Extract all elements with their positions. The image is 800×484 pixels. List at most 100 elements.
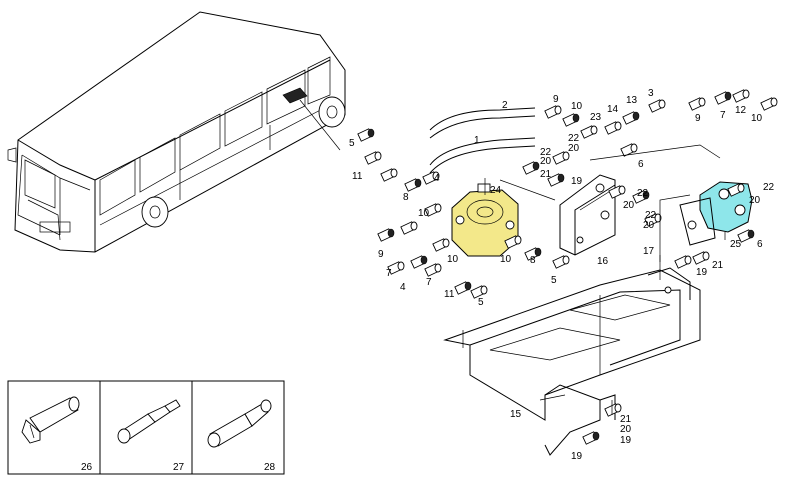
fitting [410,255,428,269]
callout-4b: 4 [400,282,406,293]
callout-17: 17 [643,246,655,257]
fitting [470,285,488,299]
fitting [582,431,600,445]
fitting [674,255,692,269]
callout-16: 16 [597,256,609,267]
fitting [620,143,638,157]
callout-19c: 19 [571,451,583,462]
inset-label-28: 28 [264,462,276,473]
fitting [504,235,522,249]
fitting [604,403,622,417]
callout-20e: 20 [620,424,632,435]
callout-8: 8 [403,192,409,203]
fitting [364,151,382,165]
part-28-drawing [207,399,272,448]
callout-23: 23 [590,112,602,123]
callout-20: 20 [540,156,552,167]
callout-19: 19 [571,176,583,187]
fitting [357,128,375,142]
callout-5: 5 [349,138,355,149]
callout-20d: 20 [749,195,761,206]
fittings [357,89,778,445]
callout-11: 11 [352,171,363,182]
callout-labels: 1 2 3 4 4 5 5 5 6 6 7 7 7 8 8 9 9 9 10 1… [349,88,775,462]
callout-19b: 19 [696,267,708,278]
valve-24-yellow [451,183,519,257]
callout-7: 7 [386,268,392,279]
callout-5b: 5 [478,297,484,308]
fitting [622,111,640,125]
part-26-drawing [21,396,80,444]
fitting [632,190,650,204]
callout-6b: 6 [757,239,763,250]
fitting [644,213,662,227]
inset-label-27: 27 [173,462,185,473]
callout-15: 15 [510,409,522,420]
callout-9c: 9 [695,113,701,124]
fitting [377,228,395,242]
callout-8b: 8 [530,255,536,266]
callout-20f: 20 [568,143,580,154]
fitting [547,173,565,187]
bracket-16 [499,174,616,256]
fitting [648,99,666,113]
callout-11b: 11 [444,289,455,300]
callout-7c: 7 [720,110,726,121]
callout-10d: 10 [500,254,512,265]
callout-21c: 21 [620,414,632,425]
inset-panels: 26 27 28 [7,380,285,475]
callout-22b: 22 [637,188,649,199]
callout-13: 13 [626,95,638,106]
frame-15 [443,255,701,456]
bus-illustration [7,11,346,253]
fitting [727,183,745,197]
callout-10c: 10 [447,254,459,265]
fitting [714,91,732,105]
callout-10e: 10 [751,113,763,124]
callout-3: 3 [648,88,654,99]
inset-label-26: 26 [81,462,93,473]
fitting [732,89,750,103]
callout-12: 12 [735,105,747,116]
callout-5c: 5 [551,275,557,286]
fitting [387,261,405,275]
callout-20b: 20 [623,200,635,211]
callout-9: 9 [553,94,559,105]
fitting [552,255,570,269]
callout-20c: 20 [643,220,655,231]
fitting [552,151,570,165]
callout-4: 4 [434,173,440,184]
fitting [522,161,540,175]
callout-1: 1 [474,135,480,146]
fitting [424,263,442,277]
callout-10b: 10 [418,208,430,219]
fitting [400,221,418,235]
callout-14: 14 [607,104,619,115]
fitting [688,97,706,111]
fitting [692,251,710,265]
callout-24: 24 [490,185,502,196]
fitting [760,97,778,111]
callout-21: 21 [540,169,552,180]
fitting [737,229,755,243]
fitting [422,171,440,185]
fitting [524,247,542,261]
fitting [380,168,398,182]
callout-2: 2 [502,100,508,111]
valve-25-cyan [679,181,753,246]
callout-10: 10 [571,101,583,112]
callout-22d: 22 [763,182,775,193]
fitting [562,113,580,127]
callout-19d: 19 [620,435,632,446]
fitting [432,238,450,252]
callout-22e: 22 [568,133,580,144]
fitting [544,105,562,119]
fitting [604,121,622,135]
callout-6: 6 [638,159,644,170]
callout-22c: 22 [645,210,657,221]
fitting [424,203,442,217]
callout-7b: 7 [426,277,432,288]
fitting [454,281,472,295]
